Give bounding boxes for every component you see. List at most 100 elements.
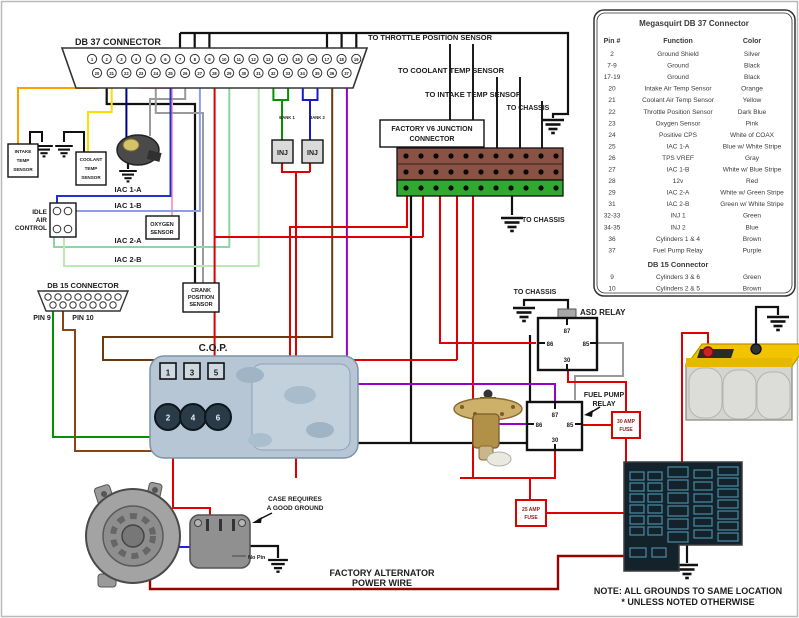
db37-pin-number: 32 xyxy=(271,71,276,76)
junction-dot xyxy=(523,185,529,191)
db37-pin-number: 15 xyxy=(295,57,300,62)
db37-pin xyxy=(86,53,98,65)
wire-inj2-blue xyxy=(301,78,319,140)
db37-pin-number: 20 xyxy=(95,71,100,76)
table-cell: 21 xyxy=(608,97,616,104)
table-cell: Pink xyxy=(746,120,759,127)
db37-pin xyxy=(91,67,103,79)
battery-neg-wire xyxy=(754,305,780,348)
table-cell: Cylinders 2 & 5 xyxy=(656,286,700,293)
ground-symbol xyxy=(266,558,290,573)
table-cell: 27 xyxy=(608,167,616,174)
db37-pin xyxy=(209,67,220,79)
cyl3-label: 3 xyxy=(190,369,195,378)
fuse-cell xyxy=(647,526,663,536)
table-cell: Ground xyxy=(667,74,689,81)
db37-pin-number: 23 xyxy=(139,71,144,76)
db15-pin xyxy=(94,293,102,301)
junction-dot xyxy=(493,153,499,159)
db37-pin-number: 25 xyxy=(168,71,173,76)
junction-dot xyxy=(433,153,439,159)
label-coolant: TO COOLANT TEMP SENSOR xyxy=(398,66,505,75)
db37-pin-number: 12 xyxy=(251,57,256,62)
cyl4-label: 4 xyxy=(191,414,196,423)
note-line2: * UNLESS NOTED OTHERWISE xyxy=(621,597,754,607)
oxygen-line2: SENSOR xyxy=(150,230,173,236)
table-cell: Throttle Position Sensor xyxy=(643,109,713,116)
db37-pin xyxy=(174,53,186,65)
table-cell: 24 xyxy=(608,132,616,139)
fuse-30amp: 30 AMP FUSE xyxy=(611,411,641,439)
table-cell: 32-33 xyxy=(604,213,621,220)
db15-connector: DB 15 CONNECTOR PIN 9 PIN 10 xyxy=(33,281,130,322)
wire-fuelpump-purple xyxy=(345,78,556,401)
db37-pin xyxy=(351,53,362,65)
db37-pin xyxy=(321,53,332,65)
db15-pin9-label: PIN 9 xyxy=(33,315,51,322)
db37-pin-number: 34 xyxy=(300,71,305,76)
bank1-label: BANK 1 xyxy=(279,115,295,120)
fuse-cell xyxy=(717,477,739,487)
junction-dot xyxy=(448,169,454,175)
wire-12v-branch xyxy=(214,196,424,238)
bank2-label: BANK 2 xyxy=(309,115,325,120)
db15-pin xyxy=(54,293,62,301)
db37-pin-number: 16 xyxy=(310,57,315,62)
db15-pin xyxy=(84,293,92,301)
fp-pin30: 30 xyxy=(552,438,559,444)
db37-pin xyxy=(253,67,264,79)
db37-pin xyxy=(160,53,171,65)
table-cell: Cylinders 1 & 4 xyxy=(656,236,700,243)
junction-dot xyxy=(463,169,469,175)
fuse-cell xyxy=(693,505,713,515)
wire-junction-red1 xyxy=(289,196,408,360)
table-header-color: Color xyxy=(743,38,762,45)
table-cell: 2 xyxy=(610,51,614,58)
table-cell: Red xyxy=(746,178,758,185)
db37-pin xyxy=(248,53,259,65)
junction-dot xyxy=(523,153,529,159)
asd-pin30: 30 xyxy=(564,358,571,364)
db37-pin-number: 7 xyxy=(179,57,182,62)
fuse-cell xyxy=(629,547,647,558)
table-cell: Ground xyxy=(667,63,689,70)
db37-pin xyxy=(106,67,117,79)
fuse-panel xyxy=(623,461,743,572)
label-throttle: TO THROTTLE POSITION SENSOR xyxy=(368,33,493,42)
table-cell: Silver xyxy=(744,51,761,58)
asd-relay: TO CHASSIS ASD RELAY 87 86 85 30 xyxy=(514,289,626,372)
iac-2b-label: IAC 2-B xyxy=(114,255,142,264)
fp-pin85: 85 xyxy=(567,423,574,429)
cop-engine: C.O.P. 1 3 5 2 4 6 xyxy=(149,343,359,459)
table-cell: White w/ Green Stripe xyxy=(720,190,784,197)
db37-pin-number: 26 xyxy=(183,71,188,76)
table-cell: Blue w/ White Stripe xyxy=(723,143,782,150)
db37-pin xyxy=(150,67,161,79)
db37-pin xyxy=(219,53,230,65)
table-cell: Green xyxy=(743,274,761,281)
fuse-25amp: 25 AMP FUSE xyxy=(515,499,547,527)
junction-dot xyxy=(493,185,499,191)
iac-title-3: CONTROL xyxy=(15,225,47,232)
intake-line2: TEMP xyxy=(17,158,30,163)
table-cell: 25 xyxy=(608,143,616,150)
oxygen-line1: OXYGEN xyxy=(150,222,174,228)
fuse-cell xyxy=(667,518,689,530)
fuse25-line2: FUSE xyxy=(524,515,538,521)
table-cell: Brown xyxy=(743,236,762,243)
junction-dot xyxy=(448,153,454,159)
fuse-cell xyxy=(667,492,689,504)
fuse30-line2: FUSE xyxy=(619,427,633,433)
db37-pin xyxy=(277,53,288,65)
db37-pin xyxy=(121,67,132,79)
iac-2a-label: IAC 2-A xyxy=(114,236,142,245)
fuse-cell xyxy=(693,481,713,491)
intake-line3: SENSOR xyxy=(13,167,33,172)
table-cell: Orange xyxy=(741,86,763,93)
junction-dot xyxy=(403,153,409,159)
iac-title-1: IDLE xyxy=(32,209,47,216)
ground-symbol xyxy=(499,216,525,233)
note-line1: NOTE: ALL GROUNDS TO SAME LOCATION xyxy=(594,586,782,596)
